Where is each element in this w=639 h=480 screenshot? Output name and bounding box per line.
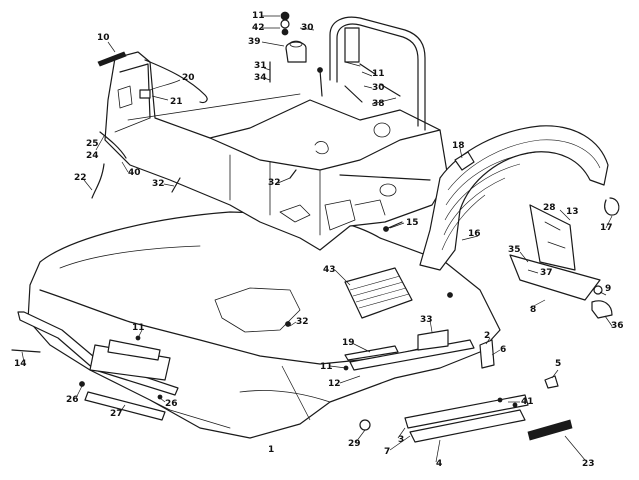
callout-9: 9 [605,284,611,294]
callout-31: 31 [254,61,267,71]
pad [454,151,475,171]
callout-26b: 26 [165,399,178,409]
callout-11b: 11 [372,69,385,79]
callout-42: 42 [252,23,265,33]
callout-8: 8 [530,305,536,315]
grab-handle [329,16,426,131]
callout-37: 37 [540,268,553,278]
callout-39: 39 [248,37,261,47]
callout-3: 3 [398,435,404,445]
callout-7: 7 [384,447,390,457]
callout-16: 16 [468,229,481,239]
callout-14: 14 [14,359,27,369]
callout-30b: 30 [372,83,385,93]
callout-15: 15 [406,218,419,228]
running-boards [344,329,573,443]
callout-36: 36 [611,321,624,331]
callout-29: 29 [348,439,361,449]
callout-2: 2 [484,331,490,341]
callout-25: 25 [86,139,99,149]
callout-5: 5 [555,359,561,369]
callout-41: 41 [521,397,534,407]
callout-33: 33 [420,315,433,325]
callout-35: 35 [508,245,521,255]
callout-11c: 11 [132,323,145,333]
callout-13: 13 [566,207,579,217]
callout-6: 6 [500,345,506,355]
callout-20: 20 [182,73,195,83]
callouts: 1 2 3 4 5 6 7 8 9 10 11 11 11 11 12 13 1… [14,11,624,469]
callout-27: 27 [110,409,123,419]
callout-24: 24 [86,151,99,161]
callout-40: 40 [128,168,141,178]
callout-21: 21 [170,97,183,107]
callout-1: 1 [268,445,274,455]
callout-12: 12 [328,379,341,389]
foot-grip [344,267,413,319]
callout-30: 30 [301,23,314,33]
frame-tunnel [104,51,449,251]
rear-bracket [509,204,603,301]
callout-11: 11 [252,11,265,21]
callout-10: 10 [97,33,110,43]
callout-26: 26 [66,395,79,405]
callout-28: 28 [543,203,556,213]
callout-34: 34 [254,73,267,83]
callout-19: 19 [342,338,355,348]
callout-32: 32 [152,179,165,189]
hook [604,197,620,216]
callout-4: 4 [436,459,442,469]
cap-assembly [280,11,307,63]
callout-38: 38 [372,99,385,109]
callout-22: 22 [74,173,87,183]
left-bumper [17,311,179,421]
callout-43: 43 [323,265,336,275]
hardware [11,51,518,431]
callout-32c: 32 [296,317,309,327]
callout-18: 18 [452,141,465,151]
callout-32b: 32 [268,178,281,188]
callout-23: 23 [582,459,595,469]
callout-11d: 11 [320,362,333,372]
hitch [591,300,613,319]
